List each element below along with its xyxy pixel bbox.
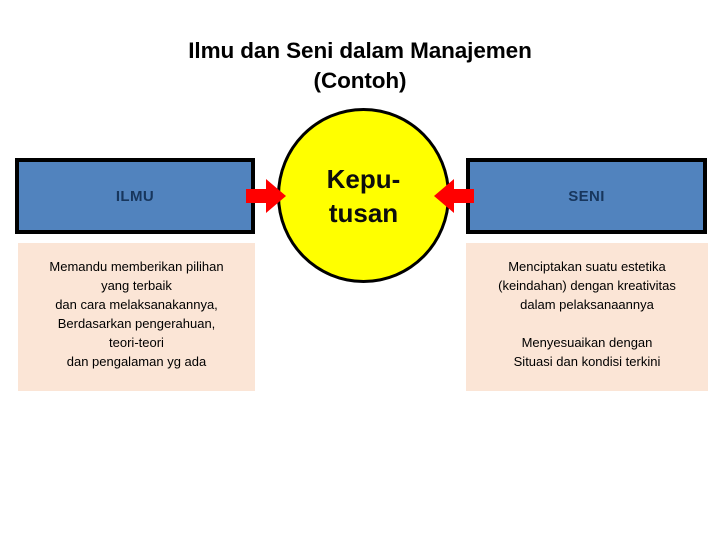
title-line-2: (Contoh)	[313, 68, 407, 93]
title-line-1: Ilmu dan Seni dalam Manajemen	[188, 38, 532, 63]
panel-ilmu-description: Memandu memberikan pilihan yang terbaik …	[18, 243, 255, 391]
arrow-left-icon	[434, 176, 474, 216]
panel-seni-line: dalam pelaksanaannya	[520, 297, 654, 312]
panel-seni-description: Menciptakan suatu estetika (keindahan) d…	[466, 243, 708, 391]
node-keputusan-label-line-2: tusan	[328, 197, 399, 228]
node-keputusan-label-line-1: Kepu-	[326, 163, 401, 194]
panel-seni-line-spacer	[466, 314, 708, 333]
panel-ilmu-line: Berdasarkan pengerahuan,	[57, 316, 216, 331]
node-seni-label: SENI	[568, 187, 605, 205]
panel-ilmu-line: Memandu memberikan pilihan	[49, 259, 224, 274]
node-seni-box[interactable]: SENI	[466, 158, 707, 234]
panel-seni-line: Menciptakan suatu estetika	[508, 259, 666, 274]
panel-ilmu-line: dan cara melaksanakannya,	[55, 297, 218, 312]
node-ilmu-label: ILMU	[115, 187, 155, 205]
panel-seni-line: (keindahan) dengan kreativitas	[498, 278, 676, 293]
page-title: Ilmu dan Seni dalam Manajemen (Contoh)	[0, 36, 720, 96]
panel-ilmu-line: yang terbaik	[101, 278, 172, 293]
panel-seni-line: Menyesuaikan dengan	[521, 335, 653, 350]
panel-ilmu-line: dan pengalaman yg ada	[66, 354, 207, 369]
node-keputusan-circle[interactable]: Kepu- tusan	[277, 108, 450, 283]
arrow-right-icon	[246, 176, 286, 216]
node-ilmu-box[interactable]: ILMU	[15, 158, 255, 234]
panel-ilmu-line: teori-teori	[109, 335, 164, 350]
panel-seni-line: Situasi dan kondisi terkini	[513, 354, 661, 369]
